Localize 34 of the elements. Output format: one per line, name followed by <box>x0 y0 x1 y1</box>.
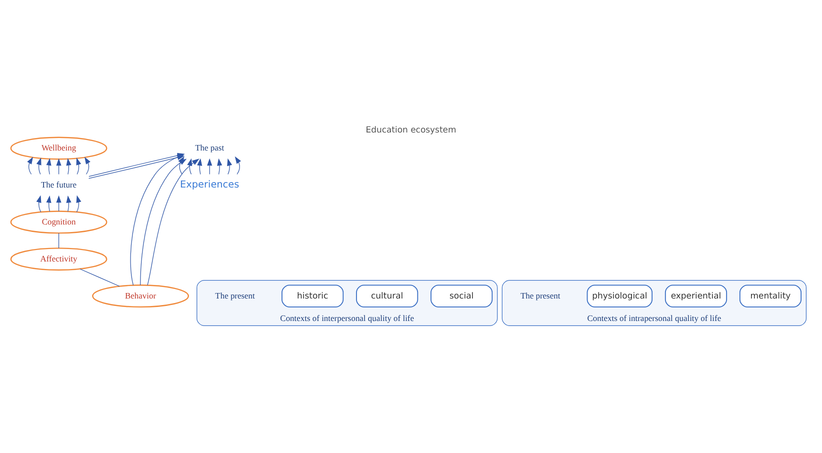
arrow <box>36 157 42 174</box>
arrow <box>66 194 72 212</box>
diagram-title: Education ecosystem <box>366 124 456 134</box>
arrow <box>46 194 52 212</box>
node-box: historic <box>282 284 344 307</box>
node-text: The past <box>195 142 224 152</box>
arrow <box>46 158 52 174</box>
node-text: The future <box>41 178 77 189</box>
node-ellipse: Affectivity <box>10 247 108 270</box>
arrow <box>76 194 82 212</box>
node-text: The present <box>215 290 255 300</box>
node-box: social <box>430 284 493 307</box>
node-ellipse: Behavior <box>92 284 189 308</box>
node-ellipse: Cognition <box>10 210 108 234</box>
arrow <box>84 156 90 174</box>
node-box: physiological <box>586 284 653 307</box>
arrow <box>234 156 241 174</box>
arrow <box>178 156 184 174</box>
node-ellipse: Wellbeing <box>10 136 108 160</box>
arrow <box>27 156 34 174</box>
arrow <box>36 194 42 212</box>
arrow <box>76 157 82 174</box>
node-box: cultural <box>356 284 418 307</box>
node-text: The present <box>520 290 560 300</box>
arrow <box>66 158 72 174</box>
arrow <box>217 158 222 174</box>
connector <box>80 268 120 286</box>
arrow <box>187 158 192 174</box>
arrow <box>227 158 232 174</box>
arrow <box>197 158 202 174</box>
node-box: mentality <box>739 284 802 307</box>
node-box: experiential <box>664 284 728 307</box>
node-text: Experiences <box>180 179 240 190</box>
connector <box>58 232 60 248</box>
